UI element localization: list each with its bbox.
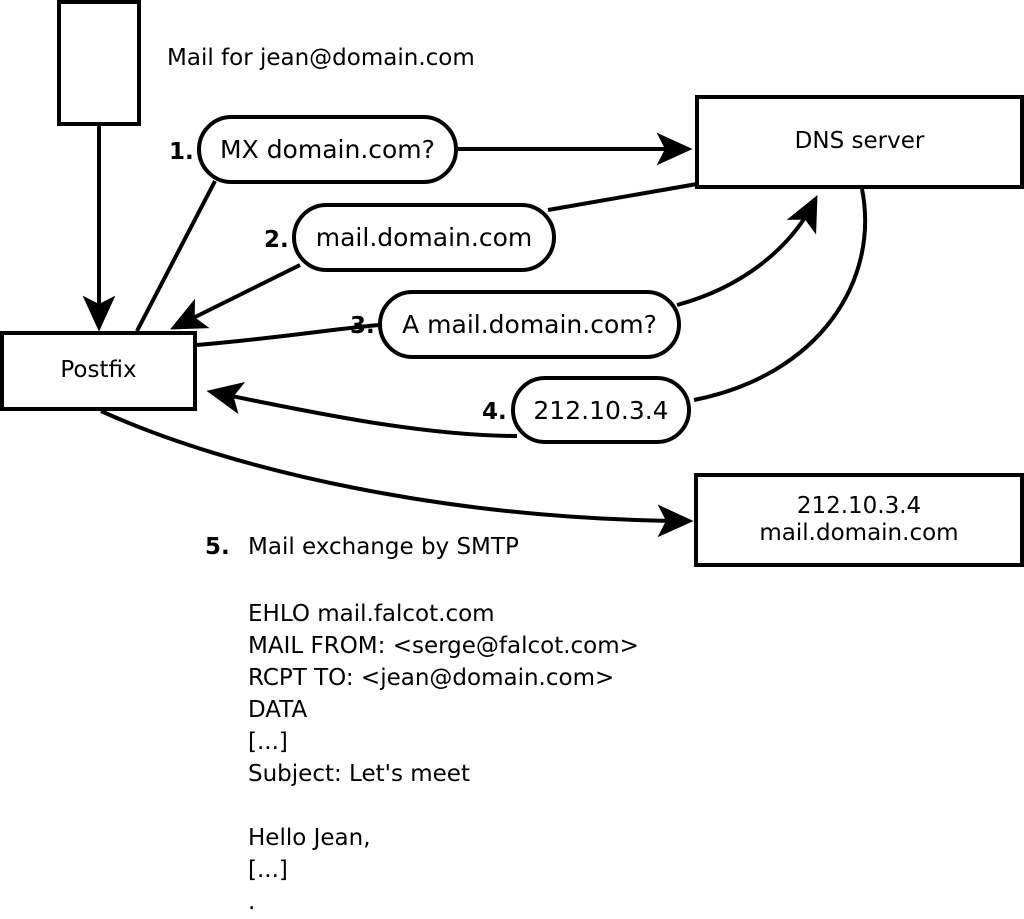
step-bubble-4: 212.10.3.4 [511,376,691,444]
step-number-3: 3. [350,313,375,339]
dns-server-node: DNS server [695,95,1024,189]
step-number-4: 4. [482,399,507,425]
postfix-label: Postfix [60,357,137,384]
step-bubble-3-label: A mail.domain.com? [402,310,657,339]
arrow-step3-to-dns [676,194,818,307]
step-bubble-1-label: MX domain.com? [220,135,435,164]
smtp-transcript: EHLO mail.falcot.com MAIL FROM: <serge@f… [248,601,639,915]
step-bubble-2: mail.domain.com [292,203,556,272]
step-bubble-2-label: mail.domain.com [315,223,533,252]
step-bubble-3: A mail.domain.com? [378,290,681,359]
step-number-2: 2. [264,227,289,253]
step-5-label: Mail exchange by SMTP [248,534,519,560]
arrow-step2-to-postfix [169,263,301,330]
mail-server-node: 212.10.3.4 mail.domain.com [694,473,1024,567]
line-postfix-to-step1 [135,180,217,332]
step-bubble-4-label: 212.10.3.4 [533,395,669,425]
arrow-step5-to-mailserver [100,409,694,538]
sender-box [57,0,141,126]
line-postfix-to-step3 [195,323,381,347]
line-dns-to-step4 [693,188,868,402]
page-title: Mail for jean@domain.com [167,45,475,71]
mail-server-hostname: mail.domain.com [759,520,959,546]
mail-server-ip: 212.10.3.4 [796,492,922,519]
line-dns-to-step2 [547,182,698,212]
step-bubble-1: MX domain.com? [197,115,458,184]
dns-server-label: DNS server [794,128,925,155]
arrow-step4-to-postfix [206,382,518,438]
step-number-1: 1. [169,139,194,165]
postfix-node: Postfix [0,331,197,411]
step-number-5: 5. [205,534,230,560]
